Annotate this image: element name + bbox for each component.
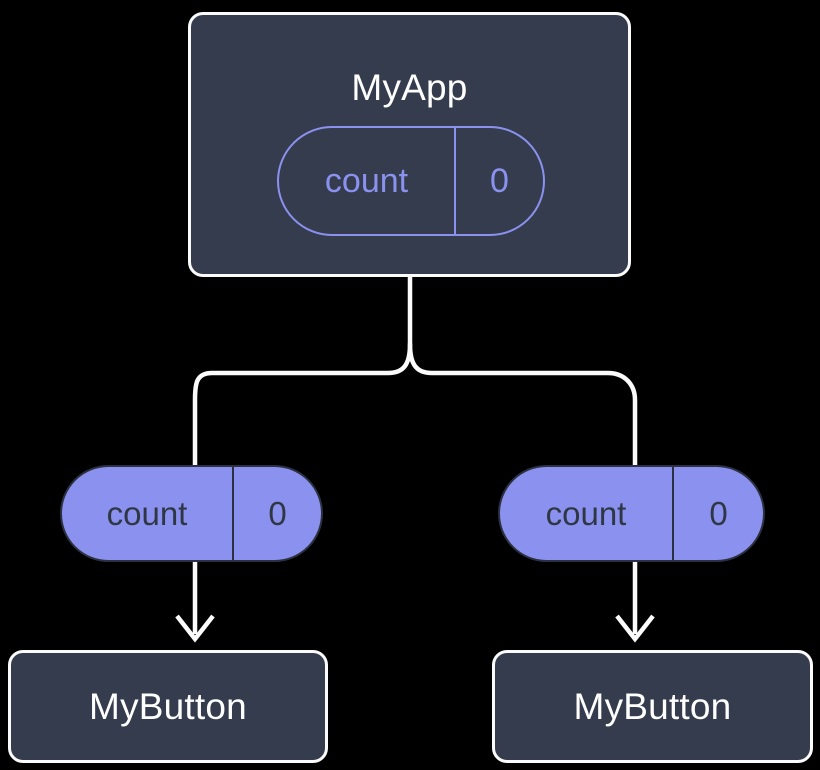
state-pill-child-right-key: count xyxy=(500,467,674,560)
state-pill-root-key: count xyxy=(279,128,456,234)
edge-root-to-children xyxy=(407,274,638,468)
node-root-myapp[interactable]: MyApp xyxy=(188,12,631,277)
node-root-title: MyApp xyxy=(351,67,468,108)
node-leaf-mybutton-left[interactable]: MyButton xyxy=(8,650,328,763)
state-pill-child-left-value: 0 xyxy=(268,494,287,532)
node-leaf-left-title: MyButton xyxy=(89,686,247,727)
node-leaf-mybutton-right[interactable]: MyButton xyxy=(492,650,813,763)
arrowhead-right-icon xyxy=(615,614,655,643)
state-pill-child-left-key: count xyxy=(62,467,234,560)
arrowhead-left-icon xyxy=(175,614,215,643)
state-pill-child-right[interactable]: count 0 xyxy=(498,465,765,562)
state-pill-child-left[interactable]: count 0 xyxy=(60,465,323,562)
state-pill-root[interactable]: count 0 xyxy=(277,126,545,236)
state-pill-child-right-value: 0 xyxy=(709,494,728,532)
node-leaf-right-title: MyButton xyxy=(573,686,732,727)
state-pill-root-value: 0 xyxy=(490,161,509,200)
edge-root-to-child-left xyxy=(192,341,413,468)
